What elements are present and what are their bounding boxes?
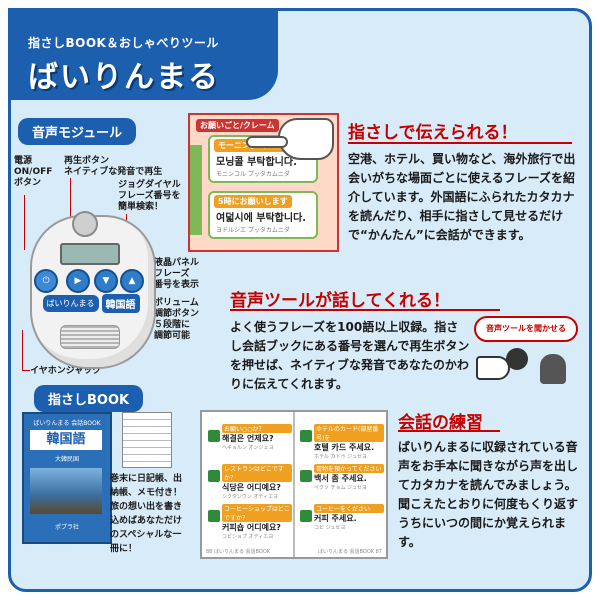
label-volume-button: ボリューム 調節ボタン ５段階に 調節可能 [154,298,200,341]
tab-audio-module: 音声モジュール [18,118,137,145]
leader-line [22,370,30,371]
person-icon [540,354,566,384]
section-underline [398,430,500,432]
phrase-item: お願い○○か？ 해결은 언제요? ヘギョルン オンジェヨ [222,424,292,451]
section-tab-marker [208,510,220,522]
audio-device-icon [476,356,510,380]
phrase-korean: 커피숍 어디예요? [222,523,281,532]
phrase-japanese: お願い○○か？ [222,424,292,433]
phrase-korean: 호텔 카드 주세요. [314,443,375,452]
device-logo: ばいりんまる 韓国語 [38,293,144,313]
phrase-reading: シクタンウン オディエヨ [222,494,279,500]
speaker-grille [60,325,120,349]
device-logo-language: 韓国語 [101,293,140,313]
section-tab-marker [300,430,312,442]
cover-subtitle: 大韓民国 [54,456,79,463]
book-cover: ばいりんまる 会話BOOK 韓国語 大韓民国 ポプラ社 [22,412,112,544]
volume-up-button[interactable]: ▲ [120,269,144,293]
leader-line [70,178,71,230]
phrase-card-2-band: 5時にお願いします [214,195,292,208]
cover-image [30,468,102,514]
notebook-page [122,412,172,468]
phrase-korean: 커피 주세요. [314,514,357,523]
leader-line [22,330,23,370]
phrase-korean: 식당은 어디예요? [222,483,281,492]
label-power-button: 電源 ON/OFF ボタン [14,156,53,188]
section-title-audio: 音声ツールが話してくれる！ [230,291,450,311]
phrase-reading: コピ ジュセヨ [314,525,346,531]
header-subtitle: 指さしBOOK＆おしゃべりツール [28,36,219,50]
section-body-pointing: 空港、ホテル、買い物など、海外旅行で出会いがちな場面ごとに使えるフレーズを紹介し… [348,152,576,242]
green-side-tab [190,145,202,235]
jog-dial[interactable] [72,211,98,237]
section-title-practice: 会話の練習 [398,413,483,433]
phrase-korean: 해결은 언제요? [222,434,274,443]
phrase-item: レストランはどこですか？ 식당은 어디예요? シクタンウン オディエヨ [222,464,292,500]
lcd-panel [60,243,120,265]
phrase-japanese: レストランはどこですか？ [222,464,292,482]
section-title-pointing: 指さしで伝えられる！ [348,123,518,143]
section-underline [230,309,500,311]
photo-header: お願いごと/クレーム [196,119,279,132]
phrase-japanese: 荷物を預かってください [314,464,384,473]
phrase-reading: コピショプ オディエヨ [222,534,274,540]
phrase-card-2: 5時にお願いします 여덟시에 부탁합니다. ヨドルシエ プッタカムニダ [208,191,318,239]
tab-book: 指さしBOOK [34,385,144,412]
phrase-item: ホテルのカード(部屋番号)を 호텔 카드 주세요. ホテル カドゥ ジュセヨ [314,424,384,460]
power-button[interactable]: ⏻ [34,269,58,293]
section-tab-marker [300,470,312,482]
section-underline [348,142,572,144]
phrase-card-1-reading: モニンコル プッタカムニダ [216,171,290,178]
phrase-japanese: ホテルのカード(部屋番号)を [314,424,384,442]
listener-head-icon [506,348,528,370]
header-title: ばいりんまる [28,60,220,95]
play-button[interactable]: ▶ [66,269,90,293]
section-tab-marker [300,510,312,522]
label-play-button: 再生ボタン ネイティブな発音で再生 [64,156,163,177]
section-tab-marker [208,470,220,482]
speech-bubble: 音声ツールを聞かせる [474,316,578,342]
section-body-practice: ばいりんまるに収録されている音声をお手本に聞きながら声を出してカタカナを読んでみ… [398,440,579,549]
page-footer-right: ばいりんまる 会話BOOK 87 [317,549,382,555]
phrase-japanese: コーヒーショップはどこですか？ [222,504,292,522]
phrase-card-1-korean: 모닝콜 부탁합니다. [216,157,297,168]
phrase-korean: 백서 좀 주세요. [314,474,367,483]
phrase-card-2-reading: ヨドルシエ プッタカムニダ [216,227,290,234]
section-body-audio: よく使うフレーズを100語以上収録。指さし会話ブックにある番号を選んで再生ボタン… [230,320,470,391]
phrase-item: 荷物を預かってください 백서 좀 주세요. ペクソ チョム ジュセヨ [314,464,384,491]
cover-publisher: ポプラ社 [54,524,79,531]
pointing-hand-icon [246,118,334,160]
header: 指さしBOOK＆おしゃべりツール ばいりんまる [8,8,278,100]
phrase-reading: ホテル カドゥ ジュセヨ [314,454,367,460]
book-spread: お願い○○か？ 해결은 언제요? ヘギョルン オンジェヨ レストランはどこですか… [200,410,388,559]
page-footer-left: 88 ばいりんまる 会話BOOK [206,549,271,555]
volume-down-button[interactable]: ▼ [94,269,118,293]
label-jog-dial: ジョグダイヤル フレーズ番号を 簡単検索！ [118,180,181,212]
phrase-card-2-korean: 여덟시에 부탁합니다. [216,213,307,224]
phrase-japanese: コーヒーをください [314,504,384,513]
label-earphone-jack: イヤホンジャック [30,366,102,376]
phrase-item: コーヒーをください 커피 주세요. コピ ジュセヨ [314,504,384,531]
cover-title: 韓国語 [30,430,102,450]
book-gutter [293,412,295,557]
phrase-item: コーヒーショップはどこですか？ 커피숍 어디예요? コピショプ オディエヨ [222,504,292,540]
phrase-reading: ペクソ チョム ジュセヨ [314,485,367,491]
device-logo-name: ばいりんまる [42,294,99,312]
cover-series: ばいりんまる 会話BOOK [33,420,101,427]
audio-device: ⏻ ▶ ▼ ▲ ばいりんまる 韓国語 [30,211,156,369]
section-tab-marker [208,430,220,442]
label-lcd-panel: 液晶パネル フレーズ 番号を表示 [154,258,200,290]
leader-line [24,195,25,250]
phrase-reading: ヘギョルン オンジェヨ [222,445,274,451]
book-note: 巻末に日記帳、出納帳、メモ付き！旅の想い出を書き込めばあなただけのスペシャルな一… [110,474,183,554]
